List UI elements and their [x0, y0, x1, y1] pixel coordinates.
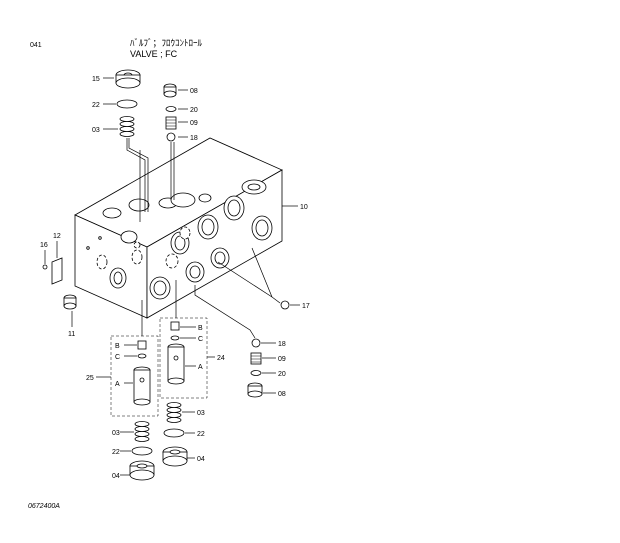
sublabel-c-right: C: [198, 336, 203, 343]
valve-block: [74, 137, 283, 319]
sublabel-a-right: A: [198, 364, 203, 371]
sublabel-b-left: B: [115, 343, 120, 350]
callout-20-lower: 20: [278, 371, 286, 378]
spring-03-lower-left: [134, 421, 150, 442]
callout-25: 25: [86, 375, 94, 382]
callout-10: 10: [300, 204, 308, 211]
spring-09-upper: [165, 116, 177, 130]
callout-04-lower-left: 04: [112, 473, 120, 480]
o-ring-22: [116, 99, 138, 109]
sublabel-a-left: A: [115, 381, 120, 388]
plug-08-upper: [163, 83, 177, 98]
screw: [42, 264, 48, 270]
sub25-parts: [133, 340, 151, 406]
plug-11: [63, 294, 77, 310]
plug-04-lower-left: [129, 460, 155, 481]
callout-04-lower-right: 04: [197, 456, 205, 463]
o-ring-22-lower-right: [163, 428, 185, 438]
o-ring-20-lower: [250, 370, 262, 376]
sublabel-b-right: B: [198, 325, 203, 332]
callout-08-lower: 08: [278, 391, 286, 398]
callout-12: 12: [53, 233, 61, 240]
spring-03: [119, 116, 135, 137]
callout-17: 17: [302, 303, 310, 310]
callout-22-lower-right: 22: [197, 431, 205, 438]
callout-11: 11: [68, 331, 75, 338]
callout-18: 18: [190, 135, 198, 142]
sublabel-c-left: C: [115, 354, 120, 361]
callout-09: 09: [190, 120, 198, 127]
page-number: 041: [30, 42, 42, 49]
callout-03-lower-left: 03: [112, 430, 120, 437]
plug-08-lower: [247, 382, 263, 398]
sub24-parts: [167, 321, 185, 385]
callout-18-lower: 18: [278, 341, 286, 348]
plug-04-lower-right: [162, 446, 188, 467]
subassembly-24-box: [159, 317, 208, 399]
ball-18-lower: [251, 338, 261, 348]
plug-15: [115, 69, 141, 89]
callout-24: 24: [217, 355, 225, 362]
callout-15: 15: [92, 76, 100, 83]
callout-08: 08: [190, 88, 198, 95]
ball-17: [280, 300, 290, 310]
callout-16: 16: [40, 242, 48, 249]
callout-22-lower-left: 22: [112, 449, 120, 456]
subassembly-25-box: [110, 335, 159, 417]
title-jp: ﾊﾞﾙﾌﾞ；ﾌﾛｳｺﾝﾄﾛｰﾙ: [130, 38, 203, 48]
title-en: VALVE ; FC: [130, 49, 178, 59]
ball-18-upper: [166, 132, 176, 142]
callout-03-lower-right: 03: [197, 410, 205, 417]
callout-03: 03: [92, 127, 100, 134]
callout-20: 20: [190, 107, 198, 114]
callout-09-lower: 09: [278, 356, 286, 363]
callout-22: 22: [92, 102, 100, 109]
o-ring-20-upper: [165, 106, 177, 112]
spring-09-lower: [250, 352, 262, 365]
spring-03-lower-right: [166, 402, 182, 423]
o-ring-22-lower-left: [131, 446, 153, 456]
figure-code: 0672400A: [28, 503, 60, 510]
cover-plate: [51, 257, 63, 285]
